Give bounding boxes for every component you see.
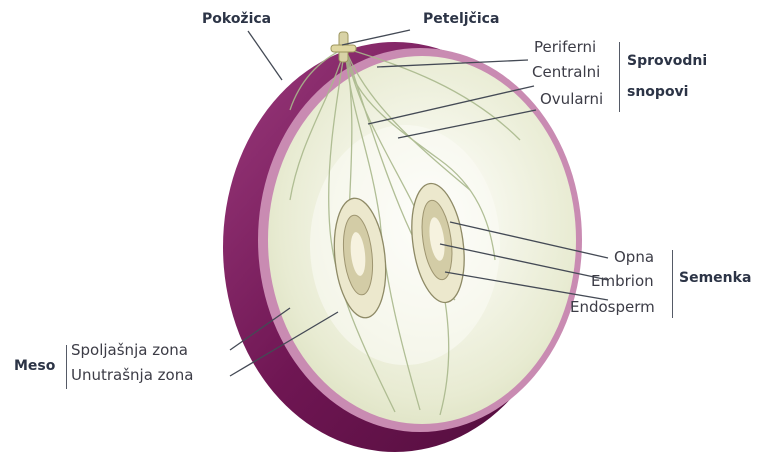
label-pokozica: Pokožica — [202, 11, 271, 27]
label-periferni: Periferni — [534, 38, 596, 56]
label-ovularni: Ovularni — [540, 90, 603, 108]
label-unutrasnja-zona: Unutrašnja zona — [71, 366, 193, 384]
label-opna: Opna — [614, 248, 654, 266]
label-embrion: Embrion — [591, 272, 654, 290]
label-endosperm: Endosperm — [570, 298, 655, 316]
label-snopovi: snopovi — [627, 84, 688, 100]
bracket-sprovodni — [619, 42, 620, 112]
bracket-meso — [66, 345, 67, 389]
label-semenka: Semenka — [679, 270, 751, 286]
label-centralni: Centralni — [532, 63, 600, 81]
label-spoljasnja-zona: Spoljašnja zona — [71, 341, 188, 359]
label-peteljcica: Peteljčica — [423, 11, 499, 27]
label-meso: Meso — [14, 358, 55, 374]
bracket-semenka — [672, 250, 673, 318]
label-sprovodni: Sprovodni — [627, 53, 707, 69]
